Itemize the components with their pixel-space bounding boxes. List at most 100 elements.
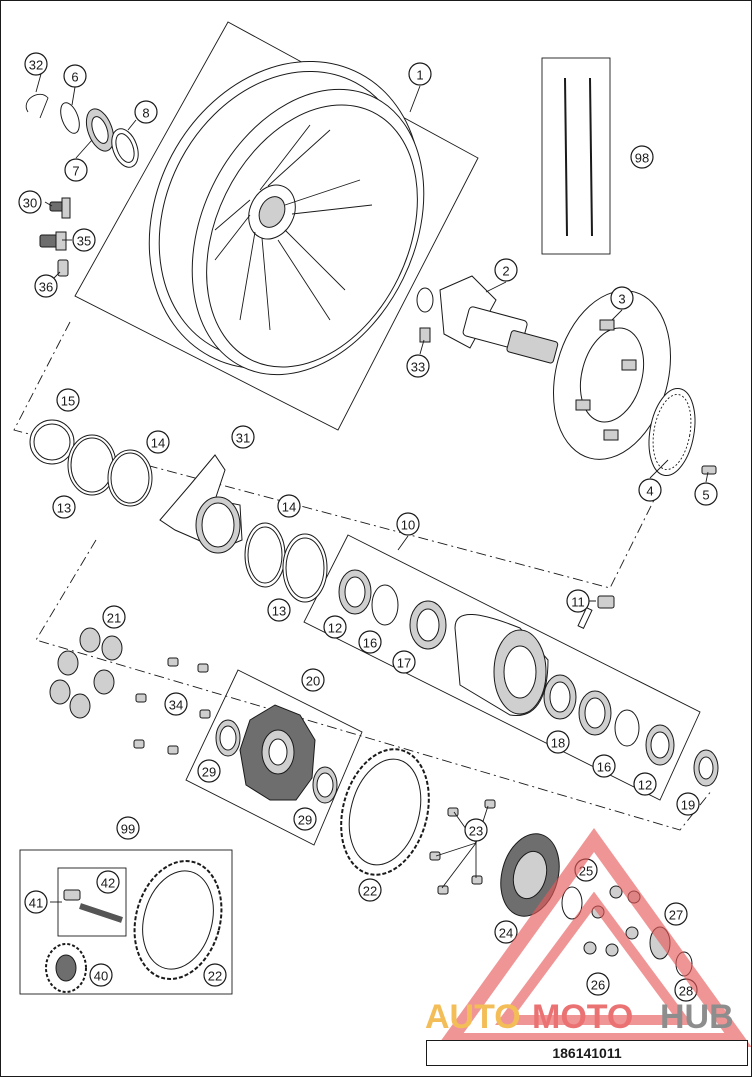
wheel-group-outline [74, 21, 479, 431]
callout-31: 31 [231, 425, 255, 449]
callout-13: 13 [52, 495, 76, 519]
callout-label: 24 [499, 926, 513, 941]
callout-20: 20 [301, 668, 325, 692]
callout-label: 35 [77, 234, 91, 249]
callout-label: 41 [29, 896, 43, 911]
sensor-35 [39, 231, 67, 251]
callout-label: 26 [591, 978, 605, 993]
bushing-17 [409, 600, 447, 650]
callout-7: 7 [64, 158, 88, 182]
carrier-subgroup-outline [185, 669, 363, 846]
callout-3: 3 [610, 286, 634, 310]
callout-label: 40 [94, 969, 108, 984]
valve-30 [49, 197, 71, 219]
callout-2: 2 [494, 258, 518, 282]
callout-label: 3 [618, 292, 625, 307]
callout-label: 7 [72, 164, 79, 179]
callout-99: 99 [116, 816, 140, 840]
callout-30: 30 [18, 190, 42, 214]
callout-label: 16 [597, 760, 611, 775]
callout-label: 14 [282, 500, 296, 515]
watermark: AUTO MOTO HUB [425, 828, 752, 1047]
callout-16: 16 [592, 754, 616, 778]
callout-label: 21 [107, 611, 121, 626]
retaining-ring-6 [60, 102, 80, 134]
callout-13: 13 [267, 598, 291, 622]
callout-label: 2 [502, 264, 509, 279]
callout-1: 1 [408, 62, 432, 86]
callout-8: 8 [134, 100, 158, 124]
callout-22: 22 [203, 963, 227, 987]
damper-rubbers-21 [49, 627, 123, 719]
callout-10: 10 [396, 512, 420, 536]
axle-flange-2 [416, 275, 559, 364]
callout-14: 14 [146, 430, 170, 454]
callout-label: 10 [401, 518, 415, 533]
callout-19: 19 [676, 792, 700, 816]
spacer-19 [693, 749, 719, 787]
bolt-11 [577, 595, 615, 629]
screw-5 [701, 465, 717, 475]
callout-label: 15 [61, 394, 75, 409]
callout-label: 5 [702, 488, 709, 503]
callout-label: 6 [71, 70, 78, 85]
callout-12: 12 [323, 615, 347, 639]
seal-ring-8 [111, 128, 139, 168]
callout-label: 33 [411, 360, 425, 375]
callout-label: 13 [57, 501, 71, 516]
callout-label: 27 [669, 908, 683, 923]
spoke-set-box [541, 57, 611, 255]
front-sprocket-40 [45, 943, 87, 993]
brake-disc-3 [553, 290, 671, 460]
callout-label: 29 [202, 765, 216, 780]
callout-label: 29 [298, 813, 312, 828]
ring-13-upper [67, 434, 117, 496]
callout-label: 12 [328, 621, 342, 636]
watermark-hub: HUB [660, 998, 734, 1036]
watermark-moto: MOTO [532, 998, 633, 1036]
bearing-group-outline [13, 321, 661, 589]
callout-40: 40 [89, 963, 113, 987]
callout-34: 34 [164, 692, 188, 716]
callout-18: 18 [546, 730, 570, 754]
ring-15 [29, 419, 75, 465]
callout-5: 5 [694, 482, 718, 506]
seal-29-right [312, 766, 338, 804]
callout-label: 19 [681, 798, 695, 813]
callout-label: 4 [646, 484, 653, 499]
callout-24: 24 [494, 920, 518, 944]
bearing-18 [543, 674, 577, 720]
callout-label: 18 [551, 736, 565, 751]
callout-29: 29 [293, 807, 317, 831]
seal-29-left [215, 719, 241, 757]
callout-22: 22 [358, 878, 382, 902]
callout-label: 1 [416, 68, 423, 83]
callout-label: 23 [469, 824, 483, 839]
drive-flange-24 [500, 833, 560, 917]
rear-sprocket-22 [340, 748, 430, 876]
chain-links-42 [63, 889, 123, 923]
kit-box [19, 849, 233, 995]
callout-98: 98 [630, 145, 654, 169]
rear-sprocket-22-kit [133, 860, 223, 980]
callout-label: 14 [151, 436, 165, 451]
spacer-36 [57, 259, 69, 277]
callout-42: 42 [96, 870, 120, 894]
callout-label: 22 [208, 969, 222, 984]
callout-41: 41 [24, 890, 48, 914]
callout-6: 6 [63, 64, 87, 88]
callout-11: 11 [566, 589, 590, 613]
callout-label: 17 [397, 656, 411, 671]
eccentric-hub-10 [454, 614, 549, 716]
callout-label: 98 [635, 151, 649, 166]
callout-14: 14 [277, 494, 301, 518]
document-number: 186141011 [426, 1040, 748, 1066]
sprocket-carrier-20 [239, 704, 316, 801]
rear-wheel [148, 60, 425, 376]
circlip-32 [25, 93, 49, 119]
bearing-18b [578, 690, 612, 736]
callout-label: 36 [39, 280, 53, 295]
callout-17: 17 [392, 650, 416, 674]
